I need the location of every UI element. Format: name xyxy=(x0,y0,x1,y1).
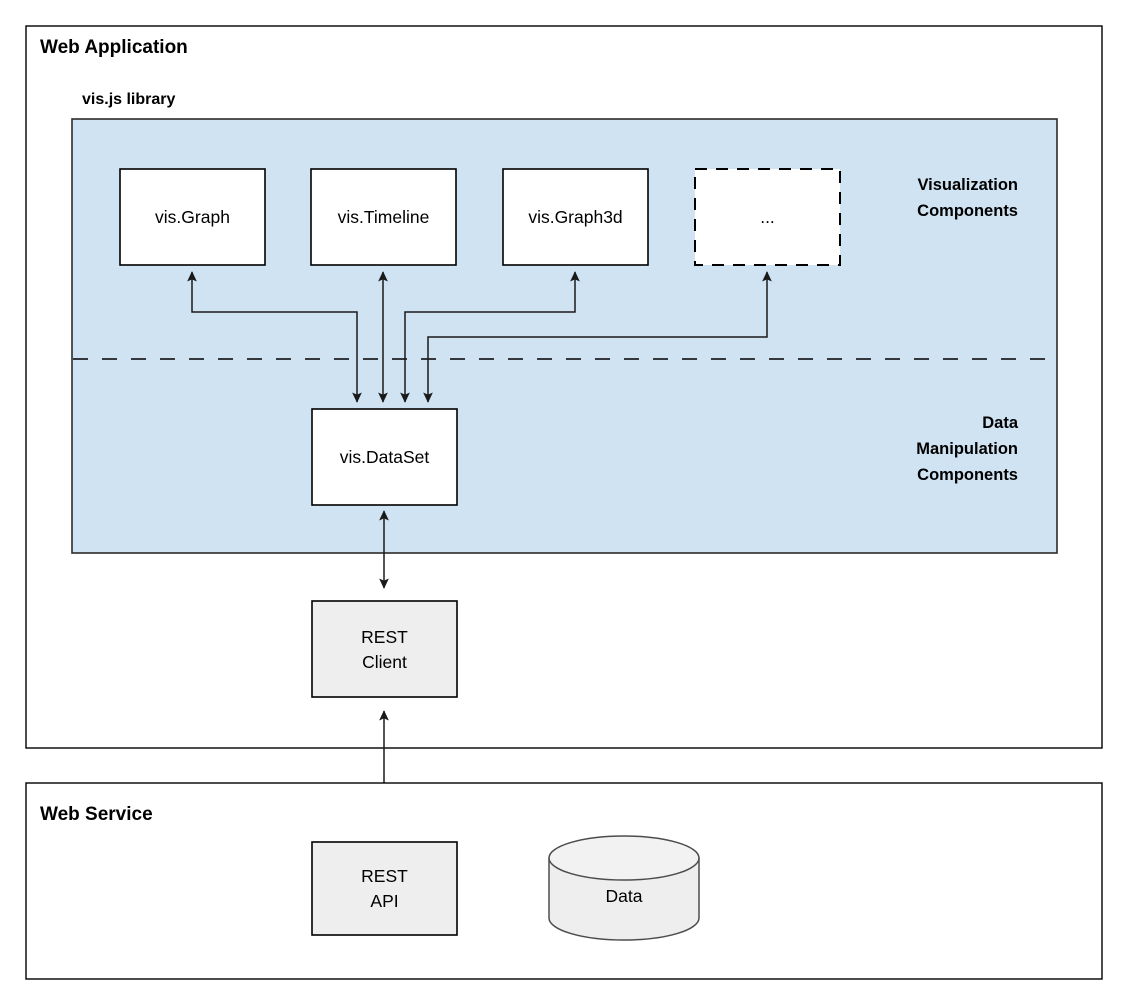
visjs-library-title: vis.js library xyxy=(82,91,175,108)
zone-label-data-line-2: Manipulation xyxy=(916,440,1018,458)
node-vis-graph3d[interactable]: vis.Graph3d xyxy=(502,168,649,266)
node-rest-api-rect[interactable] xyxy=(311,841,458,936)
web-service-title: Web Service xyxy=(40,804,153,825)
node-rest-api-label-line-2: API xyxy=(370,891,398,911)
zone-label-data-line-3: Components xyxy=(917,466,1018,484)
node-vis-graph3d-rect[interactable] xyxy=(502,168,649,266)
node-vis-timeline[interactable]: vis.Timeline xyxy=(310,168,457,266)
data-cylinder-top xyxy=(548,835,700,881)
node-vis-graph[interactable]: vis.Graph xyxy=(119,168,266,266)
node-rest-client-label-line-2: Client xyxy=(362,652,407,672)
node-rest-client[interactable]: REST Client xyxy=(311,600,458,698)
node-more-components-rect[interactable] xyxy=(694,168,841,266)
node-more-components[interactable]: ... xyxy=(694,168,841,266)
node-vis-dataset-rect[interactable] xyxy=(311,408,458,506)
zone-label-data-manipulation: Data Manipulation Components xyxy=(916,414,1019,484)
zone-label-visualization: Visualization Components xyxy=(917,176,1018,220)
node-rest-client-rect[interactable] xyxy=(311,600,458,698)
node-rest-client-label-line-1: REST xyxy=(361,627,408,647)
node-vis-dataset-label: vis.DataSet xyxy=(340,447,430,467)
node-more-components-label: ... xyxy=(760,207,775,227)
node-vis-timeline-label: vis.Timeline xyxy=(338,207,430,227)
node-vis-timeline-rect[interactable] xyxy=(310,168,457,266)
node-rest-api[interactable]: REST API xyxy=(311,841,458,936)
node-vis-graph-label: vis.Graph xyxy=(155,207,230,227)
group-visjs-library: vis.js library Visualization Components … xyxy=(71,91,1058,554)
node-data-store-label: Data xyxy=(606,886,643,906)
data-cylinder-body[interactable] xyxy=(548,857,700,941)
zone-label-visualization-line-1: Visualization xyxy=(917,176,1018,194)
edge-dataset-to-more xyxy=(423,271,772,403)
edge-dataset-to-graph xyxy=(187,271,362,403)
node-data-store[interactable]: Data xyxy=(548,835,700,941)
node-vis-dataset[interactable]: vis.DataSet xyxy=(311,408,458,506)
node-vis-graph-rect[interactable] xyxy=(119,168,266,266)
node-vis-graph3d-label: vis.Graph3d xyxy=(528,207,622,227)
web-application-title: Web Application xyxy=(40,37,188,58)
node-rest-api-label-line-1: REST xyxy=(361,866,408,886)
zone-label-visualization-line-2: Components xyxy=(917,202,1018,220)
zone-label-data-line-1: Data xyxy=(982,414,1019,432)
